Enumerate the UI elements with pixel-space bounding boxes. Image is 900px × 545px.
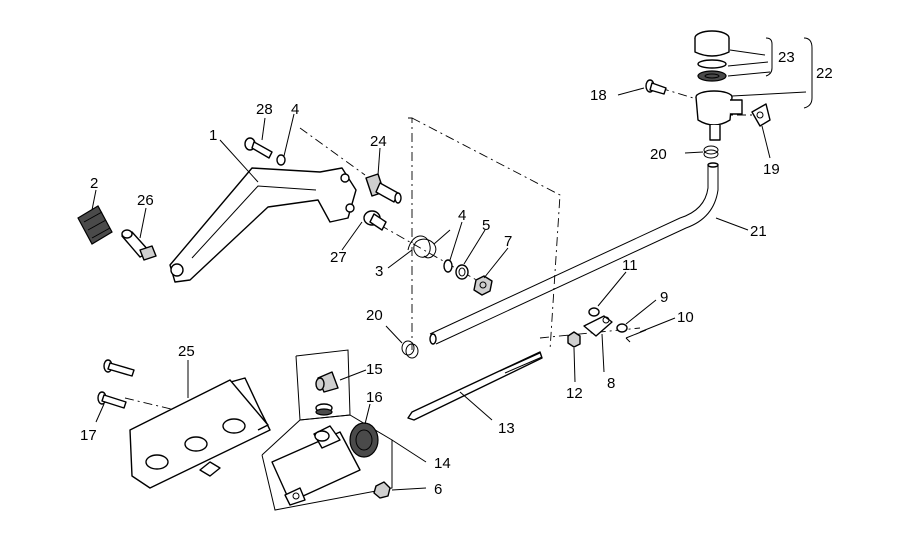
- label-16: 16: [366, 389, 383, 406]
- leader-lines: [91, 37, 813, 491]
- washer-9: [616, 323, 628, 333]
- cotter-pin: [625, 329, 647, 343]
- washer-11: [588, 307, 600, 317]
- label-21: 21: [750, 223, 767, 240]
- label-12: 12: [566, 385, 583, 402]
- label-23: 23: [778, 49, 795, 66]
- nut-12: [567, 331, 581, 348]
- label-2: 2: [90, 175, 98, 192]
- label-3: 3: [375, 263, 383, 280]
- return-spring: [407, 229, 451, 259]
- label-4-upper: 4: [291, 101, 299, 118]
- pivot-bolt: [365, 173, 402, 204]
- label-25: 25: [178, 343, 195, 360]
- label-10: 10: [677, 309, 694, 326]
- hose-clamp-upper: [703, 145, 719, 159]
- label-26: 26: [137, 192, 154, 209]
- washer-4-upper: [276, 154, 286, 166]
- label-11: 11: [622, 257, 638, 274]
- label-9: 9: [660, 289, 668, 306]
- banjo-fitting: [315, 371, 339, 416]
- hose-clamp-lower: [401, 340, 419, 359]
- label-8: 8: [607, 375, 615, 392]
- label-13: 13: [498, 420, 515, 437]
- label-6: 6: [434, 481, 442, 498]
- label-18: 18: [590, 87, 607, 104]
- screw-28: [244, 137, 273, 159]
- bleeder-nut: [373, 481, 391, 499]
- pedal-rubber: [77, 205, 113, 245]
- label-28: 28: [256, 101, 273, 118]
- screw-17-upper: [103, 359, 135, 377]
- label-7: 7: [504, 233, 512, 250]
- fluid-hose: [429, 162, 719, 345]
- fluid-reservoir: [694, 30, 743, 141]
- label-20-upper: 20: [650, 146, 667, 163]
- label-5: 5: [482, 217, 490, 234]
- heel-guard: [129, 377, 271, 489]
- master-cylinder: [271, 422, 379, 506]
- reservoir-screw: [645, 79, 667, 95]
- part-number-labels: 1 2 26 28 4 24 27 3 4 5 7 18 19 20 21 22…: [80, 49, 833, 498]
- label-27: 27: [330, 249, 347, 266]
- label-15: 15: [366, 361, 383, 378]
- label-20-lower: 20: [366, 307, 383, 324]
- washer-4-lower: [443, 259, 453, 273]
- label-24: 24: [370, 133, 387, 150]
- label-4-lower: 4: [458, 207, 466, 224]
- pedal-pin: [121, 229, 157, 261]
- label-1: 1: [209, 127, 217, 144]
- label-14: 14: [434, 455, 451, 472]
- brake-pedal-lever: [169, 167, 357, 283]
- push-rod: [407, 351, 543, 421]
- label-17: 17: [80, 427, 97, 444]
- label-19: 19: [763, 161, 780, 178]
- screw-17-lower: [97, 391, 127, 409]
- label-22: 22: [816, 65, 833, 82]
- reservoir-bracket: [751, 103, 771, 127]
- nut-7: [473, 275, 493, 296]
- circlip: [455, 264, 469, 280]
- bushing: [363, 210, 387, 231]
- clevis: [583, 315, 613, 337]
